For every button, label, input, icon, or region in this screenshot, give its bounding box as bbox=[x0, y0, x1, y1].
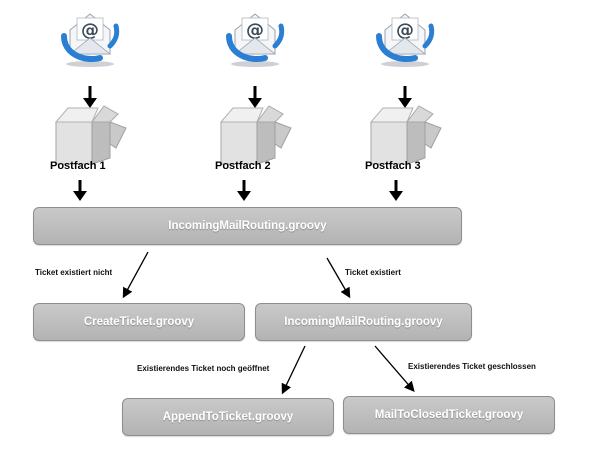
mailbox-to-routing-arrows bbox=[73, 180, 403, 201]
arrow-not-exists bbox=[122, 251, 149, 299]
arrow-open bbox=[281, 345, 306, 395]
email-icon: @ bbox=[61, 13, 120, 67]
arrowhead-box-2 bbox=[237, 191, 251, 201]
mailbox-label-2: Postfach 2 bbox=[215, 160, 271, 172]
arrowhead-box-1 bbox=[73, 191, 87, 201]
mail-to-mailbox-arrows bbox=[83, 86, 412, 108]
arrowhead-mail-3 bbox=[398, 98, 412, 108]
email-icon: @ bbox=[226, 13, 285, 67]
arrow-exists bbox=[326, 257, 351, 299]
open-box-icon bbox=[369, 105, 442, 165]
mailbox-label-3: Postfach 3 bbox=[365, 160, 421, 172]
edge-label-ticket-not-exists: Ticket existiert nicht bbox=[35, 268, 113, 277]
mail-to-closed-ticket-node: MailToClosedTicket.groovy bbox=[343, 396, 555, 434]
mailbox-lane-3: @ Postfach 3 bbox=[345, 0, 465, 200]
arrowhead-mail-1 bbox=[83, 98, 97, 108]
edge-label-ticket-closed: Existierendes Ticket geschlossen bbox=[408, 362, 536, 371]
arrowhead-box-3 bbox=[389, 191, 403, 201]
svg-text:@: @ bbox=[396, 20, 414, 41]
arrowhead-mail-2 bbox=[248, 98, 262, 108]
edge-label-ticket-exists: Ticket existiert bbox=[345, 268, 401, 277]
mailbox-lane-1: @ Postfach 1 bbox=[30, 0, 150, 200]
open-box-icon bbox=[54, 105, 127, 165]
arrow-closed bbox=[374, 345, 415, 392]
edge-label-ticket-open: Existierendes Ticket noch geöffnet bbox=[137, 364, 270, 373]
append-to-ticket-node: AppendToTicket.groovy bbox=[122, 398, 334, 436]
open-box-icon bbox=[219, 105, 292, 165]
incoming-mail-routing-sub-node: IncomingMailRouting.groovy bbox=[255, 303, 472, 341]
incoming-mail-routing-node: IncomingMailRouting.groovy bbox=[33, 207, 462, 245]
mailbox-lane-2: @ Postfach 2 bbox=[195, 0, 315, 200]
create-ticket-node: CreateTicket.groovy bbox=[33, 303, 245, 341]
svg-text:@: @ bbox=[81, 20, 99, 41]
email-icon: @ bbox=[376, 13, 435, 67]
mailbox-label-1: Postfach 1 bbox=[50, 160, 106, 172]
svg-text:@: @ bbox=[246, 20, 264, 41]
